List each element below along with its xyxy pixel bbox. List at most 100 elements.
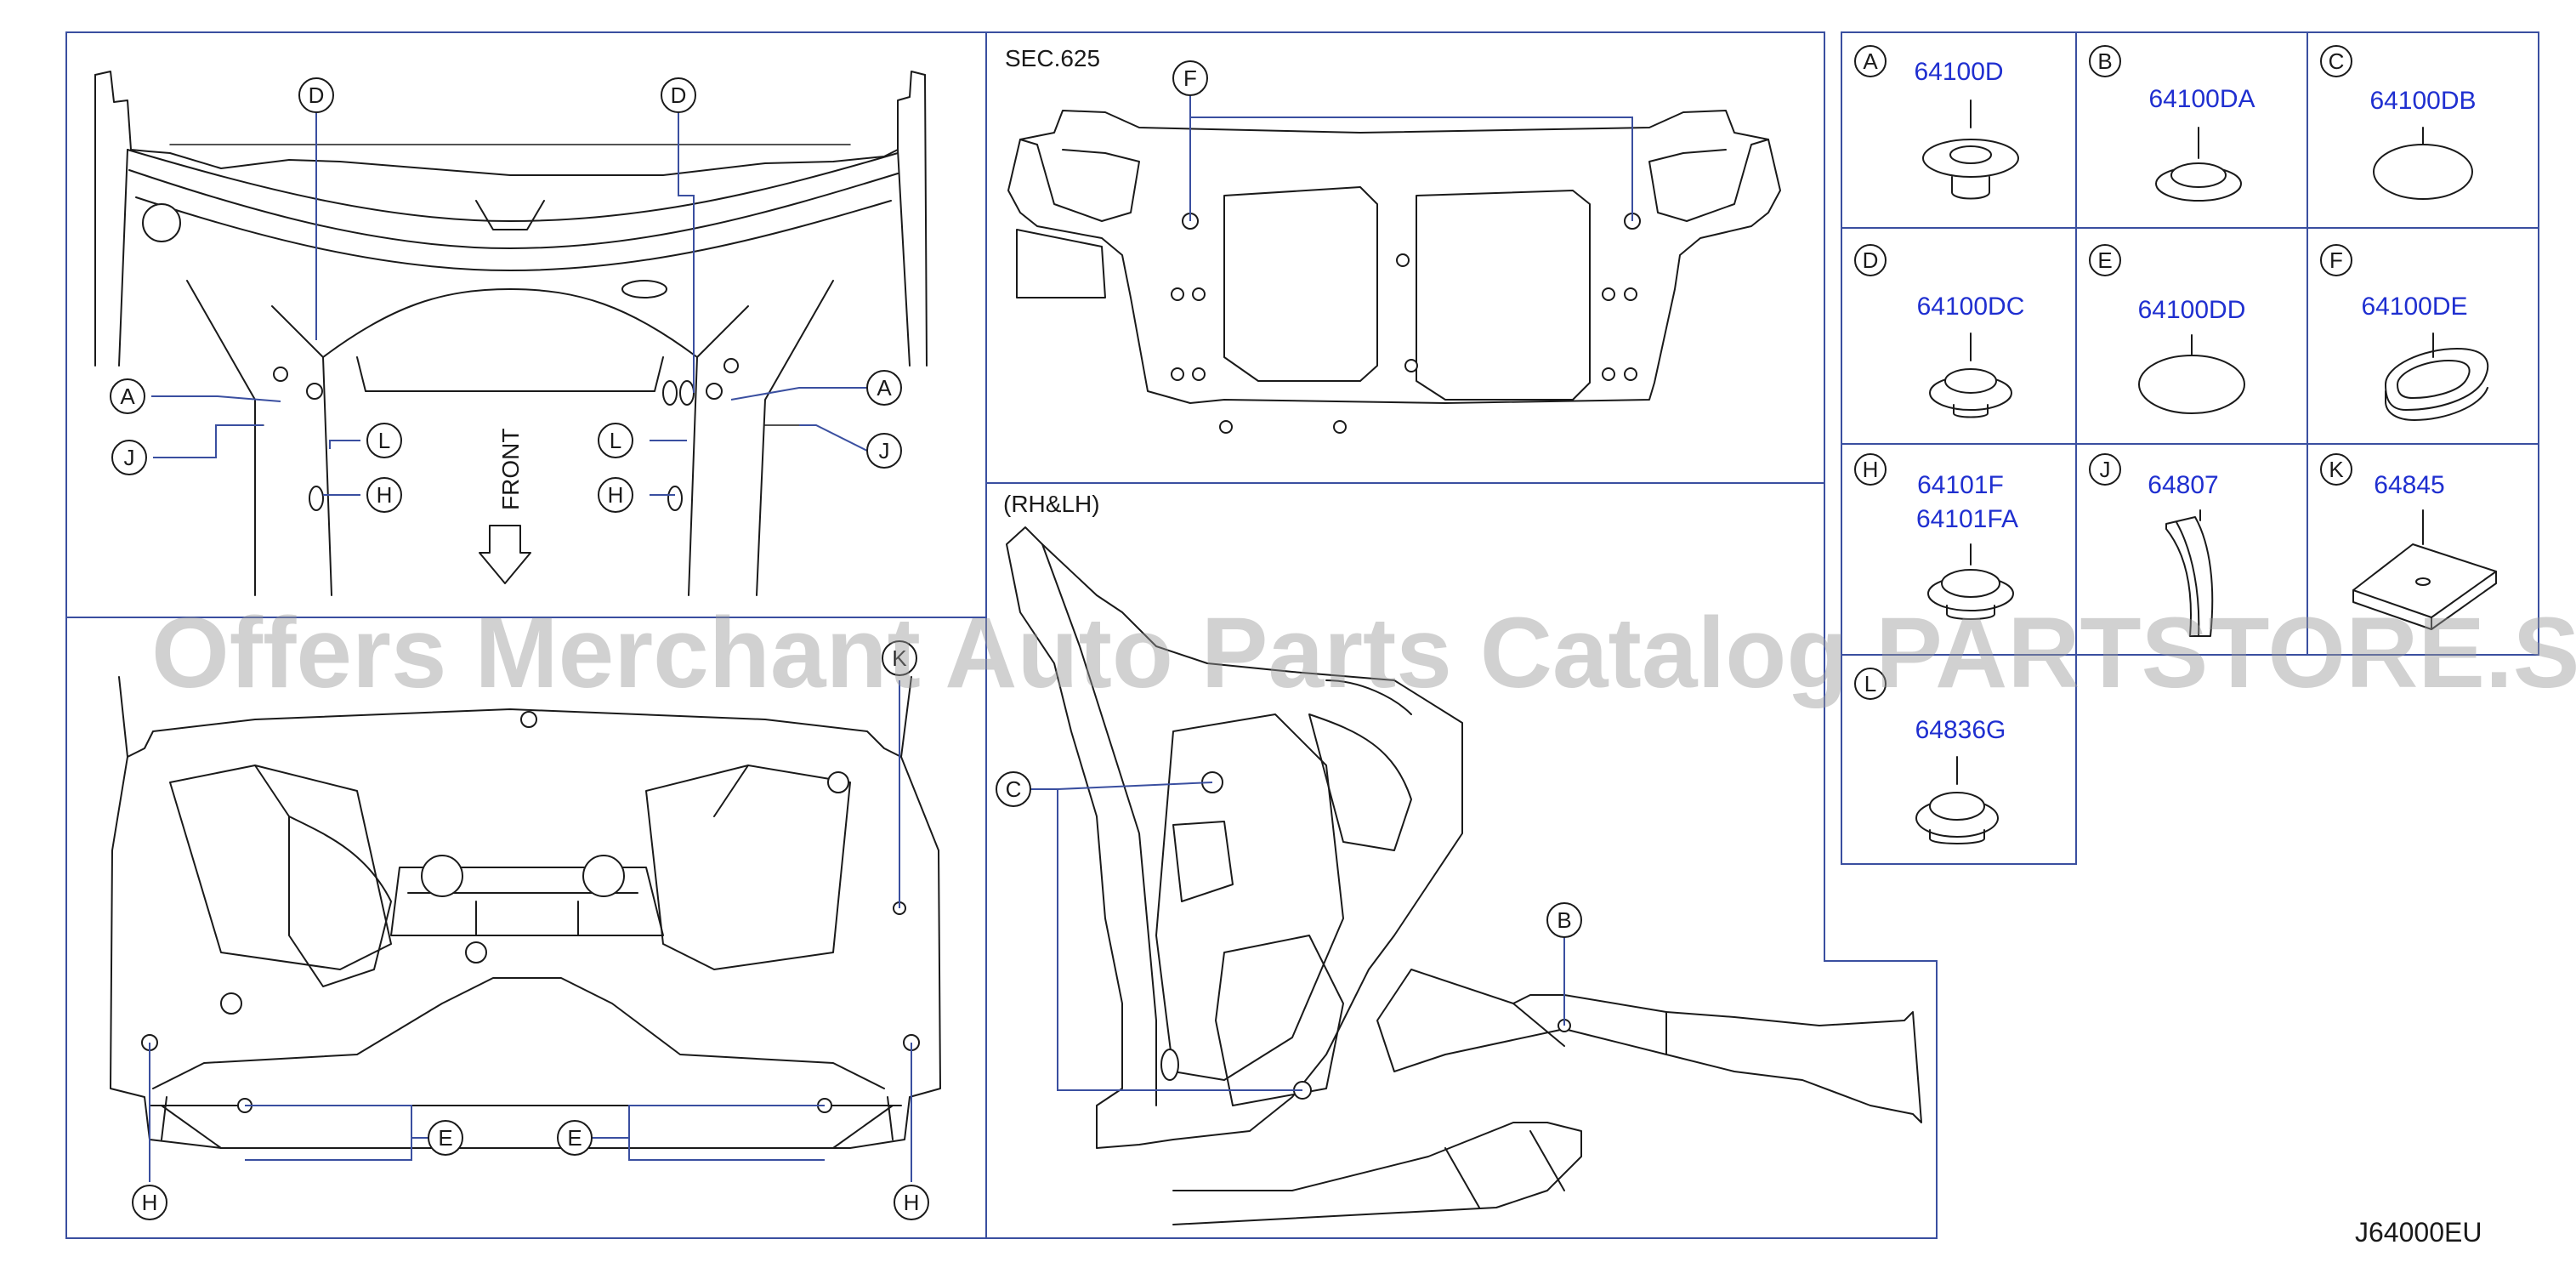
svg-text:B: B <box>2097 48 2112 74</box>
callout-c: C <box>996 771 1031 807</box>
callout-a-right: A <box>866 370 902 406</box>
legend-letter-j: J <box>2089 453 2121 486</box>
svg-text:E: E <box>438 1125 452 1151</box>
legend-letter-e: E <box>2089 244 2121 276</box>
legend-cell-e: E 64100DD <box>2089 244 2246 414</box>
svg-text:C: C <box>2329 48 2345 74</box>
svg-text:L: L <box>610 428 621 453</box>
svg-text:H: H <box>904 1190 920 1215</box>
sec625-label: SEC.625 <box>1005 45 1100 71</box>
legend-letter-c: C <box>2320 45 2352 77</box>
legend-cell-b: B 64100DA <box>2089 45 2255 202</box>
dash-panel-view <box>110 676 941 1149</box>
plug-icon <box>1929 333 2012 418</box>
part-number: 64100DB <box>2369 87 2476 115</box>
plug-icon <box>1927 543 2014 620</box>
legend-cell-l: L 64836G <box>1854 668 2006 844</box>
part-number: 64100DA <box>2148 85 2255 113</box>
legend-cell-f: F 64100DE <box>2320 244 2489 421</box>
part-number: 64807 <box>2148 471 2218 499</box>
svg-text:C: C <box>1006 776 1022 802</box>
legend-letter-k: K <box>2320 453 2352 486</box>
rhlh-label: (RH&LH) <box>1003 491 1100 517</box>
side-panel-view <box>1006 526 1922 1225</box>
svg-text:H: H <box>608 482 624 508</box>
watermark-text: Offers Merchant Auto Parts Catalog PARTS… <box>151 597 2576 709</box>
legend-letter-f: F <box>2320 244 2352 276</box>
legend-letter-d: D <box>1854 244 1887 276</box>
leader-lines-cowl <box>151 112 868 496</box>
svg-text:J: J <box>879 438 890 463</box>
svg-text:J: J <box>124 445 135 470</box>
plug-icon <box>1915 756 1999 844</box>
svg-text:L: L <box>378 428 390 453</box>
oval-seal-icon <box>2138 334 2245 414</box>
callout-f: F <box>1172 60 1208 96</box>
svg-text:E: E <box>2097 247 2112 273</box>
svg-text:F: F <box>2329 247 2343 273</box>
legend-cell-j: J 64807 <box>2089 453 2219 637</box>
part-number-2: 64101FA <box>1916 505 2018 533</box>
part-number: 64100D <box>1914 58 2003 86</box>
legend-cell-c: C 64100DB <box>2320 45 2477 200</box>
grommet-icon <box>1922 99 2019 200</box>
callout-j-right: J <box>866 433 902 469</box>
svg-text:H: H <box>1863 457 1879 482</box>
callout-d-right: D <box>661 77 696 113</box>
svg-text:D: D <box>1863 247 1879 273</box>
svg-text:H: H <box>377 482 393 508</box>
legend-cell-d: D 64100DC <box>1854 244 2025 418</box>
svg-text:K: K <box>2329 457 2344 482</box>
callout-h-left: H <box>366 477 402 513</box>
oval-seal-icon <box>2373 127 2473 200</box>
svg-text:A: A <box>120 384 135 409</box>
pad-icon <box>2352 509 2497 630</box>
svg-text:D: D <box>309 82 325 108</box>
legend-letter-h: H <box>1854 453 1887 486</box>
callout-e-right: E <box>557 1120 593 1156</box>
legend-letter-l: L <box>1854 668 1887 700</box>
callout-d-left: D <box>298 77 334 113</box>
radiator-core-view <box>1007 110 1781 434</box>
callout-k: K <box>882 640 917 676</box>
legend-letter-a: A <box>1854 45 1887 77</box>
svg-text:J: J <box>2100 457 2111 482</box>
legend-cell-h: H 64101F 64101FA <box>1854 453 2018 620</box>
svg-text:F: F <box>1183 65 1197 91</box>
callout-e-left: E <box>428 1120 463 1156</box>
svg-text:L: L <box>1864 671 1876 696</box>
part-number: 64100DD <box>2138 296 2246 324</box>
callout-h-bottom-left: H <box>132 1185 167 1220</box>
svg-text:D: D <box>671 82 687 108</box>
svg-text:A: A <box>877 375 892 401</box>
cowl-top-view <box>94 71 928 596</box>
legend-cell-k: K 64845 <box>2320 453 2497 630</box>
callout-h-bottom-right: H <box>894 1185 929 1220</box>
svg-text:A: A <box>1863 48 1878 74</box>
callout-a-left: A <box>110 378 145 414</box>
oval-grommet-icon <box>2385 333 2489 421</box>
part-number: 64100DC <box>1917 293 2025 321</box>
callout-j-left: J <box>111 440 147 475</box>
diagram-code: J64000EU <box>2355 1217 2482 1248</box>
part-number-1: 64101F <box>1917 471 2004 499</box>
legend-cell-a: A 64100D <box>1854 45 2019 200</box>
part-number: 64836G <box>1915 716 2006 744</box>
svg-text:K: K <box>892 645 907 671</box>
svg-text:H: H <box>142 1190 158 1215</box>
plug-icon <box>2155 127 2242 202</box>
front-label: FRONT <box>497 429 524 510</box>
callout-b: B <box>1546 902 1582 938</box>
part-number: 64100DE <box>2361 293 2467 321</box>
svg-text:B: B <box>1557 907 1571 933</box>
seal-strip-icon <box>2165 509 2214 637</box>
part-number: 64845 <box>2374 471 2444 499</box>
panel-frames <box>65 31 2539 1239</box>
svg-text:E: E <box>567 1125 582 1151</box>
leader-lines-side <box>1020 782 1565 1091</box>
callout-l-right: L <box>598 423 633 458</box>
callout-l-left: L <box>366 423 402 458</box>
leader-lines-sec625 <box>1189 95 1633 221</box>
callout-h-right: H <box>598 477 633 513</box>
